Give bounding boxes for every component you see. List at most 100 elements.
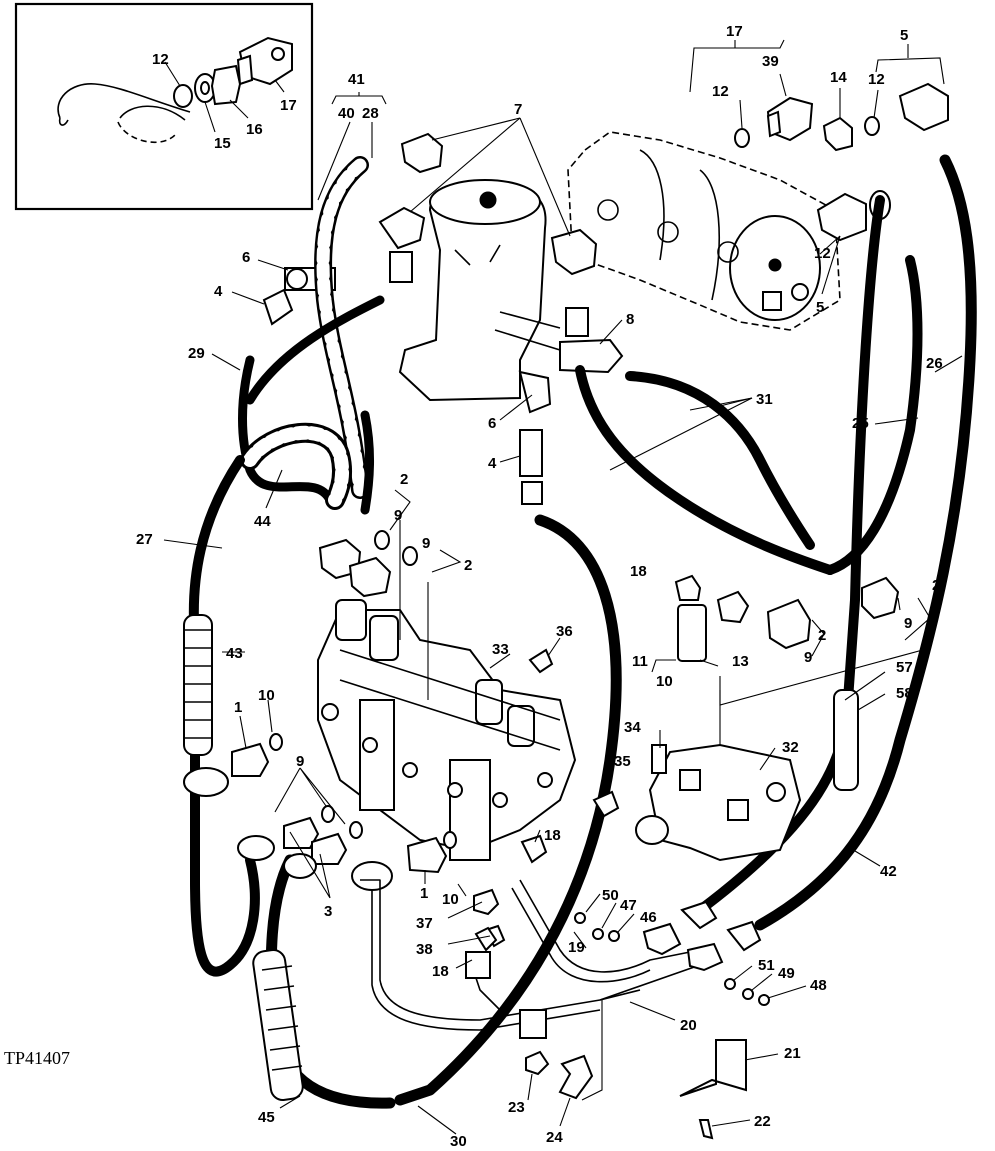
return-tubes [360,879,770,1140]
lower-left-fittings [183,648,620,948]
adapter-4-left [262,288,294,326]
callout-42: 42 [880,863,897,880]
callout-34: 34 [624,719,641,736]
callout-51: 51 [758,957,775,974]
callout-43: 43 [226,645,243,662]
callout-12: 12 [814,245,831,262]
callout-33: 33 [492,641,509,658]
callout-17: 17 [726,23,743,40]
callout-9: 9 [422,535,430,552]
nut-16-inset [210,64,242,106]
valve-bank-elbows [318,530,418,598]
leader-lines [163,39,963,1135]
callout-49: 49 [778,965,795,982]
callout-37: 37 [416,915,433,932]
figure-id: TP41407 [4,1048,70,1068]
adapter-4-mid [519,429,543,477]
callout-36: 36 [556,623,573,640]
fitting-1-left [231,742,270,777]
callout-22: 22 [754,1113,771,1130]
callout-1: 1 [234,699,242,716]
callout-39: 39 [762,53,779,70]
callout-24: 24 [546,1129,563,1146]
callout-27: 27 [136,531,153,548]
auxiliary-valve-32 [635,743,802,862]
callout-3: 3 [324,903,332,920]
clamp-24 [558,1054,594,1100]
callout-25: 25 [852,415,869,432]
callout-2: 2 [932,577,940,594]
callout-12: 12 [868,71,885,88]
callout-46: 46 [640,909,657,926]
callout-32: 32 [782,739,799,756]
callout-47: 47 [620,897,637,914]
fitting-35 [592,790,620,818]
elbow-7-left [378,206,426,250]
elbow-7-right [550,228,598,276]
callout-7: 7 [514,101,522,118]
fitting-1-center [406,836,448,874]
callout-11: 11 [632,653,648,670]
callout-12: 12 [712,83,729,100]
hoses [183,154,977,1109]
bolt-22 [698,1119,714,1140]
callout-58: 58 [896,685,913,702]
elbow-7-top [400,132,444,174]
callout-50: 50 [602,887,619,904]
callout-28: 28 [362,105,379,122]
elbow-2-right [766,598,812,650]
callout-38: 38 [416,941,433,958]
valve-11 [677,604,707,662]
callout-5: 5 [816,299,824,316]
valve-11-group [674,574,900,662]
o-ring-12-inset [173,84,193,108]
callout-6: 6 [488,415,496,432]
callout-29: 29 [188,345,205,362]
callout-6: 6 [242,249,250,266]
callout-labels: 12 15 16 17 41 40 28 7 17 39 12 14 12 5 … [136,23,943,1150]
cap-18 [674,574,702,601]
callout-20: 20 [680,1017,697,1034]
callout-31: 31 [756,391,773,408]
callout-2: 2 [818,627,826,644]
callout-21: 21 [784,1045,801,1062]
callout-10: 10 [656,673,673,690]
fitting-14 [822,116,853,152]
callout-10: 10 [442,891,459,908]
detail-inset [14,2,314,211]
tee-8 [559,338,624,374]
callout-17: 17 [280,97,297,114]
callout-48: 48 [810,977,827,994]
callout-45: 45 [258,1109,275,1126]
callout-40: 40 [338,105,355,122]
control-valve-bank [317,599,577,861]
callout-16: 16 [246,121,263,138]
callout-30: 30 [450,1133,467,1150]
hydraulic-pump [567,131,841,331]
swivel-housing [378,132,624,414]
callout-10: 10 [258,687,275,704]
callout-23: 23 [508,1099,525,1116]
fitting-36 [528,648,554,674]
callout-13: 13 [732,653,749,670]
callout-19: 19 [568,939,585,956]
elbow-5-top [898,82,949,132]
callout-18: 18 [544,827,561,844]
o-ring-12 [734,128,750,148]
callout-9: 9 [904,615,912,632]
fitting-13 [716,590,750,624]
callout-4: 4 [488,455,497,472]
plug-34 [651,744,667,774]
callout-18: 18 [432,963,449,980]
elbow-5-lower [816,192,867,242]
callout-1: 1 [420,885,428,902]
elbow-2-far-right [861,576,900,620]
cap-18-lower [520,834,548,864]
callout-15: 15 [214,135,231,152]
bracket-21 [679,1039,747,1097]
callout-9: 9 [296,753,304,770]
callout-2: 2 [400,471,408,488]
callout-4: 4 [214,283,223,300]
callout-5: 5 [900,27,908,44]
